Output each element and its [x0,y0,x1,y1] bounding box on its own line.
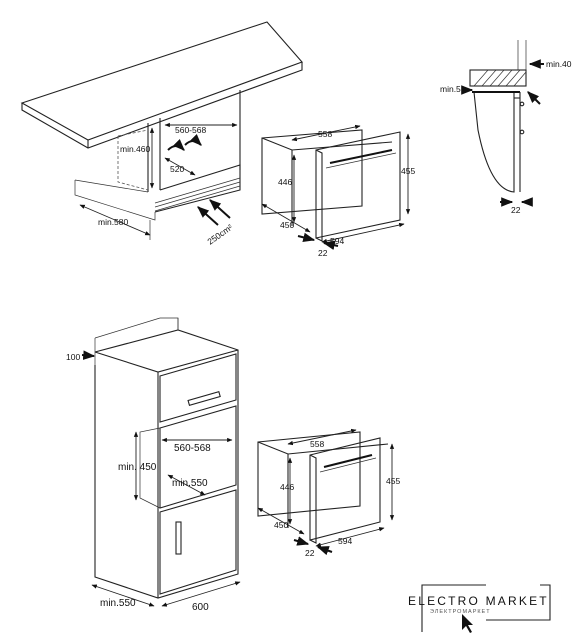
brand-name: ELECTRO MARKET [408,594,549,608]
brand-logo: ELECTRO MARKET ЭЛЕКТРОМАРКЕТ [408,584,551,633]
countertop [20,21,303,141]
label-body-height-b: 446 [280,482,294,492]
oven-body [261,129,363,215]
oven-dimensions-bottom: 558 446 455 450 594 22 [257,428,400,558]
label-body-height: 446 [278,177,292,187]
column-cutout [159,405,237,509]
side-oven-profile [473,91,515,193]
label-column-width: 600 [192,602,209,613]
oven-front [315,131,401,239]
label-body-depth-b: 450 [274,520,288,530]
label-front-width-b: 594 [338,536,352,546]
brand-tagline: ЭЛЕКТРОМАРКЕТ [430,609,491,615]
oven-dimensions-top: 558 446 455 450 594 22 [261,124,415,258]
cursor-icon [462,614,473,633]
oven-body-bottom [257,431,361,517]
label-cutout-width: 560-568 [175,125,206,135]
label-door-depth: 22 [511,205,521,215]
label-front-height: 455 [401,166,415,176]
label-cutout-depth: 520 [170,164,184,174]
label-cutout-height: min.460 [120,144,151,154]
label-cabinet-depth: min.580 [98,217,129,227]
label-side-gap: min.5 [440,84,461,94]
label-front-thickness: 22 [318,248,328,258]
label-top-gap: min.40 [546,59,572,69]
label-column-cutout-depth: min.550 [172,478,208,489]
label-front-width: 594 [330,236,344,246]
label-inner-width-b: 558 [310,439,324,449]
label-body-depth: 450 [280,220,294,230]
label-top-offset: 100 [66,352,80,362]
label-inner-width: 558 [318,129,332,139]
label-front-height-b: 455 [386,476,400,486]
side-view: min.40 min.5 22 [440,40,572,215]
label-column-depth: min.550 [100,598,136,609]
label-column-cutout-width: 560-568 [174,443,211,454]
countertop-installation: 560-568 min.460 520 min.580 250cm² [20,21,303,247]
oven-front-bottom [309,437,381,541]
label-column-cutout-height: min. 450 [118,462,157,473]
label-front-thickness-b: 22 [305,548,315,558]
column-installation: 100 560-568 min. 450 min.550 min.550 600 [66,317,241,613]
label-vent-area: 250cm² [205,222,234,247]
